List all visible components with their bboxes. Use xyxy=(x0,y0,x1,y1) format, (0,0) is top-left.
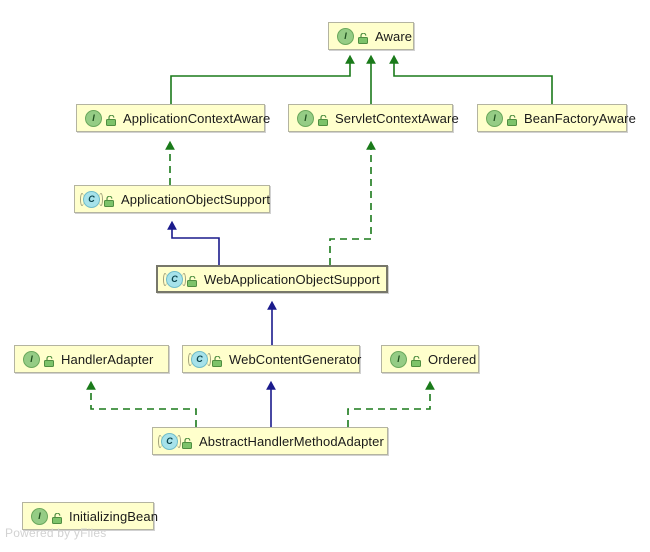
public-visibility-icon xyxy=(507,113,518,126)
edge-webappobjsup-to-appobjsup xyxy=(167,220,220,265)
uml-node-webcontgen[interactable]: C WebContentGenerator xyxy=(182,345,362,373)
public-visibility-icon xyxy=(411,354,422,367)
public-visibility-icon xyxy=(358,31,369,44)
class-icon: C xyxy=(163,270,186,288)
edge-webappobjsup-to-svlctxaware xyxy=(329,140,376,265)
uml-node-aware[interactable]: I Aware xyxy=(328,22,414,50)
uml-node-initbean[interactable]: I InitializingBean xyxy=(22,502,158,530)
uml-node-beanfacaware[interactable]: I BeanFactoryAware xyxy=(477,104,636,132)
yfiles-watermark: Powered by yFiles xyxy=(5,526,107,540)
uml-node-label: ServletContextAware xyxy=(335,110,459,126)
interface-icon: I xyxy=(337,27,354,45)
uml-node-label: BeanFactoryAware xyxy=(524,110,636,126)
uml-node-label: Aware xyxy=(375,28,413,44)
public-visibility-icon xyxy=(182,436,193,449)
interface-icon: I xyxy=(390,350,407,368)
uml-node-webappobjsup[interactable]: C WebApplicationObjectSupport xyxy=(156,265,388,293)
public-visibility-icon xyxy=(212,354,223,367)
uml-node-appobjsup[interactable]: C ApplicationObjectSupport xyxy=(74,185,270,213)
interface-icon: I xyxy=(85,109,102,127)
public-visibility-icon xyxy=(106,113,117,126)
interface-icon: I xyxy=(31,507,48,525)
uml-node-svlctxaware[interactable]: I ServletContextAware xyxy=(288,104,459,132)
uml-node-label: WebContentGenerator xyxy=(229,351,362,367)
uml-node-label: Ordered xyxy=(428,351,477,367)
edge-appctxaware-to-aware xyxy=(170,54,355,104)
public-visibility-icon xyxy=(52,511,63,524)
class-icon: C xyxy=(80,190,103,208)
public-visibility-icon xyxy=(187,274,198,287)
uml-node-label: AbstractHandlerMethodAdapter xyxy=(199,433,384,449)
interface-icon: I xyxy=(297,109,314,127)
uml-node-label: HandlerAdapter xyxy=(61,351,154,367)
edge-beanfacaware-to-aware xyxy=(389,54,553,104)
uml-node-appctxaware[interactable]: I ApplicationContextAware xyxy=(76,104,270,132)
uml-node-label: ApplicationObjectSupport xyxy=(121,191,271,207)
public-visibility-icon xyxy=(44,354,55,367)
uml-node-label: InitializingBean xyxy=(69,508,159,524)
uml-node-label: ApplicationContextAware xyxy=(123,110,271,126)
interface-icon: I xyxy=(486,109,503,127)
public-visibility-icon xyxy=(104,194,115,207)
public-visibility-icon xyxy=(318,113,329,126)
edge-abshmadp-to-handleradp xyxy=(86,380,197,427)
uml-node-ordered[interactable]: I Ordered xyxy=(381,345,479,373)
interface-icon: I xyxy=(23,350,40,368)
class-icon: C xyxy=(158,432,181,450)
uml-node-label: WebApplicationObjectSupport xyxy=(204,271,380,287)
uml-node-handleradp[interactable]: I HandlerAdapter xyxy=(14,345,169,373)
uml-node-abshmadp[interactable]: C AbstractHandlerMethodAdapter xyxy=(152,427,388,455)
class-icon: C xyxy=(188,350,211,368)
edge-abshmadp-to-ordered xyxy=(347,380,435,427)
